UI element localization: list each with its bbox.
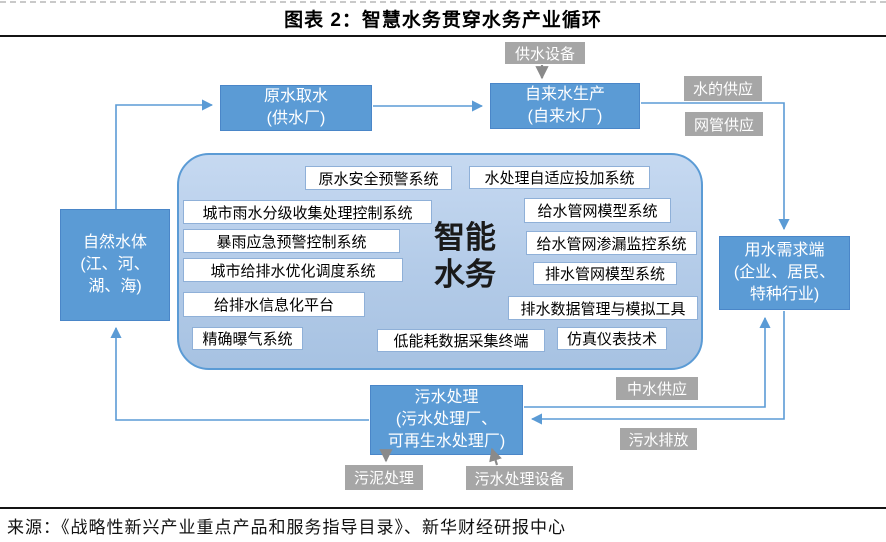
label-sludge-treatment: 污泥处理: [345, 465, 423, 490]
label-reclaimed-water-supply: 中水供应: [616, 377, 698, 400]
node-raw-water-intake: 原水取水 (供水厂): [220, 85, 372, 131]
node-sewage-treatment: 污水处理 (污水处理厂、 可再生水处理厂): [370, 385, 523, 455]
label-sewage-discharge: 污水排放: [620, 428, 697, 450]
system-box-low-power-terminal: 低能耗数据采集终端: [377, 329, 545, 352]
system-box-raw-water-warning: 原水安全预警系统: [305, 166, 452, 190]
label-pipe-network-supply: 网管供应: [685, 112, 763, 136]
system-box-adaptive-dosing: 水处理自适应投加系统: [469, 166, 650, 189]
node-natural-water: 自然水体 (江、河、 湖、海): [60, 209, 170, 321]
system-box-precise-aeration: 精确曝气系统: [192, 327, 303, 350]
label-sewage-treatment-equipment: 污水处理设备: [466, 466, 573, 490]
title-rule: [0, 35, 886, 37]
system-box-dispatch-optimization: 城市给排水优化调度系统: [183, 258, 403, 282]
label-water-supply: 水的供应: [684, 76, 762, 101]
node-water-demand: 用水需求端 (企业、居民、 特种行业): [719, 236, 850, 310]
system-box-drainage-data-tools: 排水数据管理与模拟工具: [508, 296, 698, 320]
system-box-storm-warning: 暴雨应急预警控制系统: [183, 229, 400, 253]
source-rule: [0, 507, 886, 509]
system-box-leakage-monitoring: 给水管网渗漏监控系统: [526, 231, 697, 255]
top-dashed-divider: [0, 1, 886, 3]
system-box-info-platform: 给排水信息化平台: [183, 292, 365, 317]
system-box-supply-network-model: 给水管网模型系统: [524, 198, 671, 223]
label-supply-equipment: 供水设备: [505, 42, 585, 64]
source-text: 来源：《战略性新兴产业重点产品和服务指导目录》、新华财经研报中心: [7, 518, 566, 537]
system-box-simulation-instrument: 仿真仪表技术: [557, 327, 667, 350]
system-box-drainage-network-model: 排水管网模型系统: [533, 262, 677, 285]
figure-title: 图表 2：智慧水务贯穿水务产业循环: [284, 10, 602, 31]
system-box-rainwater-collection: 城市雨水分级收集处理控制系统: [183, 200, 432, 224]
smart-water-label: 智能 水务: [434, 220, 496, 293]
node-tap-water-production: 自来水生产 (自来水厂): [490, 83, 640, 129]
